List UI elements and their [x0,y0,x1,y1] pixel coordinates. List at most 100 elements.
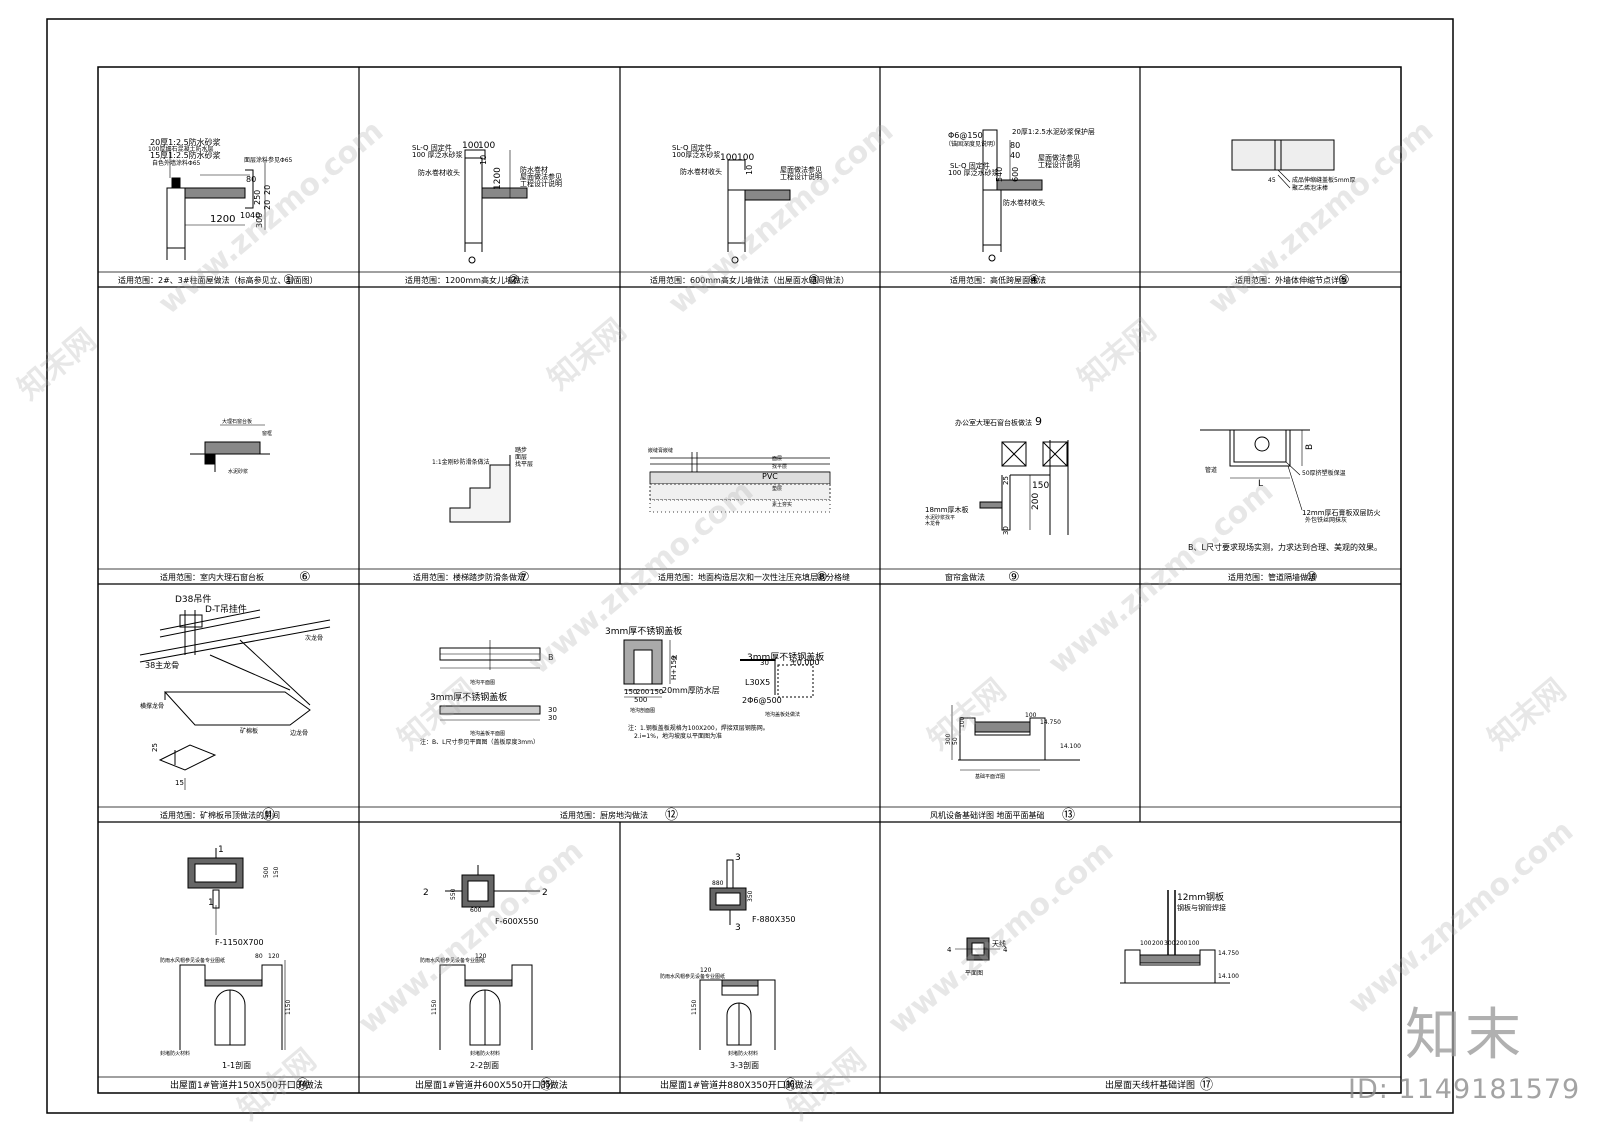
detail-17 [955,890,1230,984]
dim: 80 [246,175,256,184]
detail-10 [1200,429,1310,511]
remark: 2.i=1%，地沟坡度以平面图为准 [634,732,722,740]
caption: 风机设备基础详图 地面平面基础 [930,810,1045,820]
dim: 300 [255,213,264,228]
caption: 出屋面天线杆基础详图 [1105,1079,1195,1091]
dim: 80 [1010,141,1020,150]
brand-logo: 知末 [1405,1003,1525,1068]
note: 1 [208,898,214,908]
dim: 120 [700,967,712,974]
detail-17-labels: 天线 平面图 12mm钢板 钢板与钢管焊接 100 200 300 200 10… [947,891,1239,980]
note: 20厚1:2.5水泥砂浆保护层 [1012,127,1095,136]
note: （锚固深度见说明） [945,140,999,148]
detail-number: ① [283,273,295,288]
dim: 14.750 [1218,950,1239,957]
dim: F-880X350 [752,915,796,924]
dim: 150 [273,866,280,878]
note: 天线 [992,939,1006,948]
detail-5 [1231,139,1335,189]
note: 垫层 [772,485,782,492]
caption: 窗帘盒做法 [945,572,985,582]
dim: 200 [636,688,649,696]
note: 防水卷材 [520,165,548,174]
detail-14 [179,848,286,1050]
dim: 100 [720,153,737,163]
detail-number: ⑤ [1338,273,1350,288]
note: 2 [423,888,429,898]
dim: 100 [462,141,479,151]
caption: 适用范围：外墙体伸缩节点详图 [1235,275,1347,285]
note: 矿棉板 [240,727,258,735]
detail-number: ⑪ [262,808,275,823]
note: 封堵防火材料 [160,1050,190,1057]
dim: 500 [634,696,647,704]
note: 2 [542,888,548,898]
caption: 适用范围：矿棉板吊顶做法的房间 [160,810,280,820]
note: 防雨水风帽参见设备专业图纸 [160,957,225,964]
remark: 注：B、L尺寸参见平面图（盖板厚度3mm） [420,738,539,746]
dim: 4 [947,946,952,954]
note: 外包铁丝网抹灰 [1305,516,1347,524]
detail-2 [464,149,528,264]
dim: 100 [737,153,754,163]
dim: F-600X550 [495,917,539,926]
caption: 适用范围：管道隔墙做法 [1228,572,1316,582]
dim: B [548,653,554,662]
note: 工程设计说明 [780,172,822,181]
note: 12mm钢板 [1177,891,1224,903]
detail-13-labels: 基础平面详图 100 14.750 14.100 50 100 300 [945,712,1081,780]
note: 自色外墙涂料Φ65 [152,159,201,167]
caption: 适用范围：600mm高女儿墙做法（出屋面水箱间做法） [650,275,849,285]
detail-1-labels: 20厚1:2.5防水砂浆 100厚细石混凝土防水层 15厚1:2.5防水砂浆 自… [148,137,293,228]
note: 防雨水风帽参见设备专业图纸 [420,957,485,964]
detail-5-labels: 成品伸缩缝盖板5mm厚 聚乙烯泡沫棒 45 [1268,176,1356,192]
caption: 适用范围：楼梯踏步防滑条做法 [413,572,525,582]
dim: 10 [745,165,754,175]
note: 3 [735,923,741,933]
note: 18mm厚木板 [925,505,969,514]
remark: B、L尺寸要求现场实测，力求达到合理、美观的效果。 [1188,542,1382,552]
detail-9-labels: 办公室大理石窗台板做法 18mm厚木板 水泥砂浆找平 木龙骨 9 150 200… [925,415,1049,535]
dim: L [1258,479,1263,489]
detail-11-labels: D38吊件 D-T吊挂件 38主龙骨 次龙骨 矿棉板 横撑龙骨 边龙骨 25 1… [140,593,323,787]
note: 防水卷材收头 [418,168,460,177]
dim: 1150 [285,1000,292,1015]
dim: 150 [624,688,637,696]
dim: 540 [995,167,1004,182]
note: 次龙骨 [305,634,323,642]
note: 窗框 [262,430,272,437]
dim: 10 [240,211,250,220]
detail-9 [979,440,1069,535]
note: 工程设计说明 [520,179,562,188]
dim: 4 [1003,946,1008,954]
note: 1 [218,845,224,855]
note: 屋面做法参见 [780,165,822,174]
dim: 600 [470,907,482,914]
detail-number: ⑧ [816,570,828,585]
dim: 250 [253,190,262,205]
note: 水泥砂浆找平 [925,514,955,521]
note: 面层涂料参见Φ65 [244,156,293,164]
dim: 1200 [493,167,503,190]
detail-number: ⑫ [665,808,678,823]
detail-10-labels: 管道 50厚挤塑板保温 12mm厚石膏板双层防火 外包铁丝网抹灰 L B B、L… [1188,444,1382,552]
dim: 9 [1035,415,1042,428]
detail-number: ⑩ [1306,570,1318,585]
detail-15 [439,865,540,1050]
dim: 1200 [210,214,235,225]
dim: 120 [268,953,280,960]
note: 工程设计说明 [1038,160,1080,169]
dim: 25 [151,743,159,752]
caption: 适用范围：1200mm高女儿墙做法 [405,275,529,285]
note: 地沟剖面图 [630,707,655,714]
note: 大理石窗台板 [222,418,252,425]
note: 地沟平面图 [470,679,495,686]
note: 成品伸缩缝盖板5mm厚 [1292,176,1356,184]
note: 嵌缝膏嵌缝 [648,447,673,454]
detail-number: ③ [808,273,820,288]
note: 聚乙烯泡沫棒 [1292,184,1328,192]
caption: 出屋面1#管道井150X500开口的做法 [170,1079,323,1091]
dim: B [1305,444,1315,450]
dim: 500 [263,866,270,878]
